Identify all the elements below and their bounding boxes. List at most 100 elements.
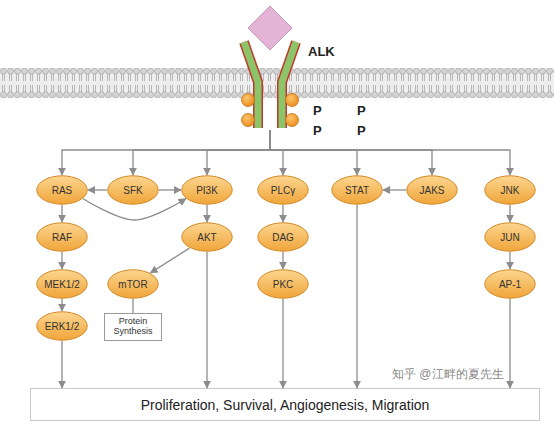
signal-arrow — [61, 299, 62, 311]
phosphate-circle: P — [285, 93, 299, 107]
node-shape — [241, 93, 255, 107]
node-label: PI3K — [196, 185, 218, 196]
node-label: P — [357, 123, 366, 138]
node-label: RAF — [52, 232, 72, 243]
node-label: DAG — [272, 232, 294, 243]
signal-arrow — [62, 130, 270, 175]
phosphate-disc — [286, 94, 299, 107]
pathway-node: AKT — [181, 222, 233, 252]
phosphate-circle: P — [241, 93, 255, 107]
signal-arrow — [83, 199, 186, 220]
phosphate-circle: P — [285, 113, 299, 127]
signal-arrow — [356, 205, 357, 388]
node-label: mTOR — [118, 279, 147, 290]
pathway-node: JNK — [484, 175, 536, 205]
node-label: STAT — [345, 185, 369, 196]
pathway-node: JUN — [484, 222, 536, 252]
signal-arrow — [159, 189, 181, 190]
pathway-node: PLCγ — [257, 175, 309, 205]
pathway-node: JAKS — [406, 175, 458, 205]
node-label: P — [313, 103, 322, 118]
pathway-node: MEK1/2 — [36, 269, 88, 299]
node-label: P — [357, 103, 366, 118]
node-label: AP-1 — [499, 279, 521, 290]
node-ellipse — [258, 270, 308, 298]
signal-arrow — [132, 299, 133, 313]
node-label: SFK — [123, 185, 142, 196]
node-label: JNK — [501, 185, 520, 196]
pathway-node: PI3K — [181, 175, 233, 205]
phosphate-circle: P — [241, 113, 255, 127]
node-label: ALK — [308, 44, 335, 59]
phosphate-disc — [286, 114, 299, 127]
node-label: MEK1/2 — [44, 279, 80, 290]
node-ellipse — [37, 270, 87, 298]
node-label: JUN — [500, 232, 519, 243]
signal-arrow — [282, 252, 283, 269]
node-ellipse — [37, 223, 87, 251]
signal-arrow — [509, 252, 510, 269]
pathway-node: PKC — [257, 269, 309, 299]
pathway-node: SFK — [107, 175, 159, 205]
output-box: Protein Synthesis — [104, 313, 162, 341]
pathway-node: STAT — [331, 175, 383, 205]
node-ellipse — [37, 312, 87, 340]
signal-arrow — [270, 130, 283, 175]
receptor: ALKPPPP — [236, 34, 304, 130]
signal-arrow — [509, 205, 510, 222]
node-label: PLCγ — [271, 185, 295, 196]
node-shape — [285, 93, 299, 107]
node-ellipse — [37, 176, 87, 204]
node-ellipse — [108, 176, 158, 204]
signal-arrow — [61, 205, 62, 222]
signal-arrow — [383, 189, 406, 190]
node-label: P — [313, 123, 322, 138]
ligand-diamond — [248, 6, 292, 50]
signal-arrow — [150, 248, 189, 273]
phosphate-disc — [242, 94, 255, 107]
node-label: RAS — [52, 185, 73, 196]
signal-arrow — [282, 299, 283, 388]
node-label: AKT — [197, 232, 216, 243]
signal-arrow — [207, 130, 270, 175]
node-shape — [241, 113, 255, 127]
node-ellipse — [108, 270, 158, 298]
pathway-node: AP-1 — [484, 269, 536, 299]
signal-arrow — [206, 252, 207, 388]
pathway-node: ERK1/2 — [36, 311, 88, 341]
node-ellipse — [485, 223, 535, 251]
node-ellipse — [332, 176, 382, 204]
signal-arrow — [509, 299, 510, 388]
node-label: ERK1/2 — [45, 321, 79, 332]
signal-arrow — [270, 130, 432, 175]
node-ellipse — [258, 176, 308, 204]
signal-arrow — [61, 252, 62, 269]
pathway-node: DAG — [257, 222, 309, 252]
node-ellipse — [407, 176, 457, 204]
outcome-box: Proliferation, Survival, Angiogenesis, M… — [30, 388, 540, 421]
phosphate-disc — [242, 114, 255, 127]
node-ellipse — [182, 223, 232, 251]
node-ellipse — [485, 270, 535, 298]
signal-arrow — [206, 205, 207, 222]
node-label: Proliferation, Survival, Angiogenesis, M… — [141, 397, 430, 413]
signal-arrow — [61, 341, 62, 388]
pathway-node: RAS — [36, 175, 88, 205]
signal-arrow — [88, 189, 107, 190]
node-ellipse — [258, 223, 308, 251]
node-ellipse — [485, 176, 535, 204]
node-label: Protein Synthesis — [105, 317, 161, 337]
node-label: PKC — [273, 279, 294, 290]
signal-arrow — [282, 205, 283, 222]
watermark: 知乎 @江畔的夏先生 — [392, 366, 504, 383]
pathway-node: mTOR — [107, 269, 159, 299]
pathway-node: RAF — [36, 222, 88, 252]
signal-arrow — [270, 130, 510, 175]
signal-arrow — [270, 130, 357, 175]
node-shape — [285, 113, 299, 127]
signal-arrow — [133, 130, 270, 175]
